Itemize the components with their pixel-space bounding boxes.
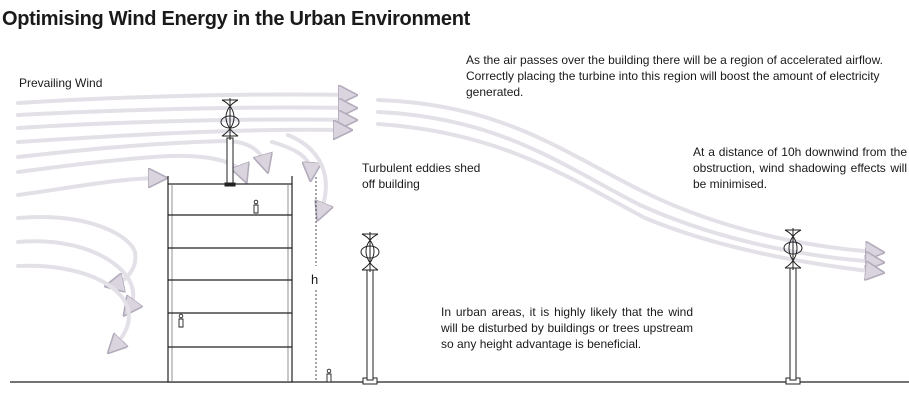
person-icon	[253, 199, 259, 214]
airflow-arrow-icon	[270, 140, 311, 174]
airflow-arrow-icon	[16, 263, 131, 348]
airflow-arrow-icon	[286, 133, 326, 214]
wind-turbine-icon	[783, 228, 803, 385]
airflow-arrow-icon	[376, 110, 877, 262]
airflow-arrow-icon	[16, 107, 350, 115]
ten-h-note: At a distance of 10h downwind from the o…	[693, 145, 907, 191]
prevailing-wind-label: Prevailing Wind	[19, 76, 103, 90]
airflow-arrow-icon	[16, 119, 350, 128]
urban-areas-note: In urban areas, it is highly likely that…	[441, 305, 693, 351]
airflow-arrow-icon	[16, 94, 350, 103]
airflow-arrow-icon	[376, 98, 877, 252]
accelerated-airflow-note: As the air passes over the building ther…	[466, 53, 883, 99]
airflow-arrow-icon	[16, 130, 345, 144]
turbulent-eddies-note: Turbulent eddies shed off building	[362, 161, 481, 191]
airflow-arrow-icon	[16, 153, 244, 176]
building-icon	[167, 176, 293, 383]
wind-turbine-icon	[220, 98, 240, 187]
airflow-arrow-icon	[16, 239, 133, 310]
airflow-arrow-icon	[16, 138, 266, 166]
airflow-arrows	[16, 94, 877, 348]
wind-turbine-icon	[360, 232, 380, 385]
airflow-arrow-icon	[16, 215, 138, 285]
airflow-arrow-icon	[16, 178, 160, 197]
person-icon	[178, 313, 184, 328]
person-icon	[326, 368, 332, 383]
height-label: h	[311, 272, 319, 287]
page-title: Optimising Wind Energy in the Urban Envi…	[2, 8, 470, 30]
